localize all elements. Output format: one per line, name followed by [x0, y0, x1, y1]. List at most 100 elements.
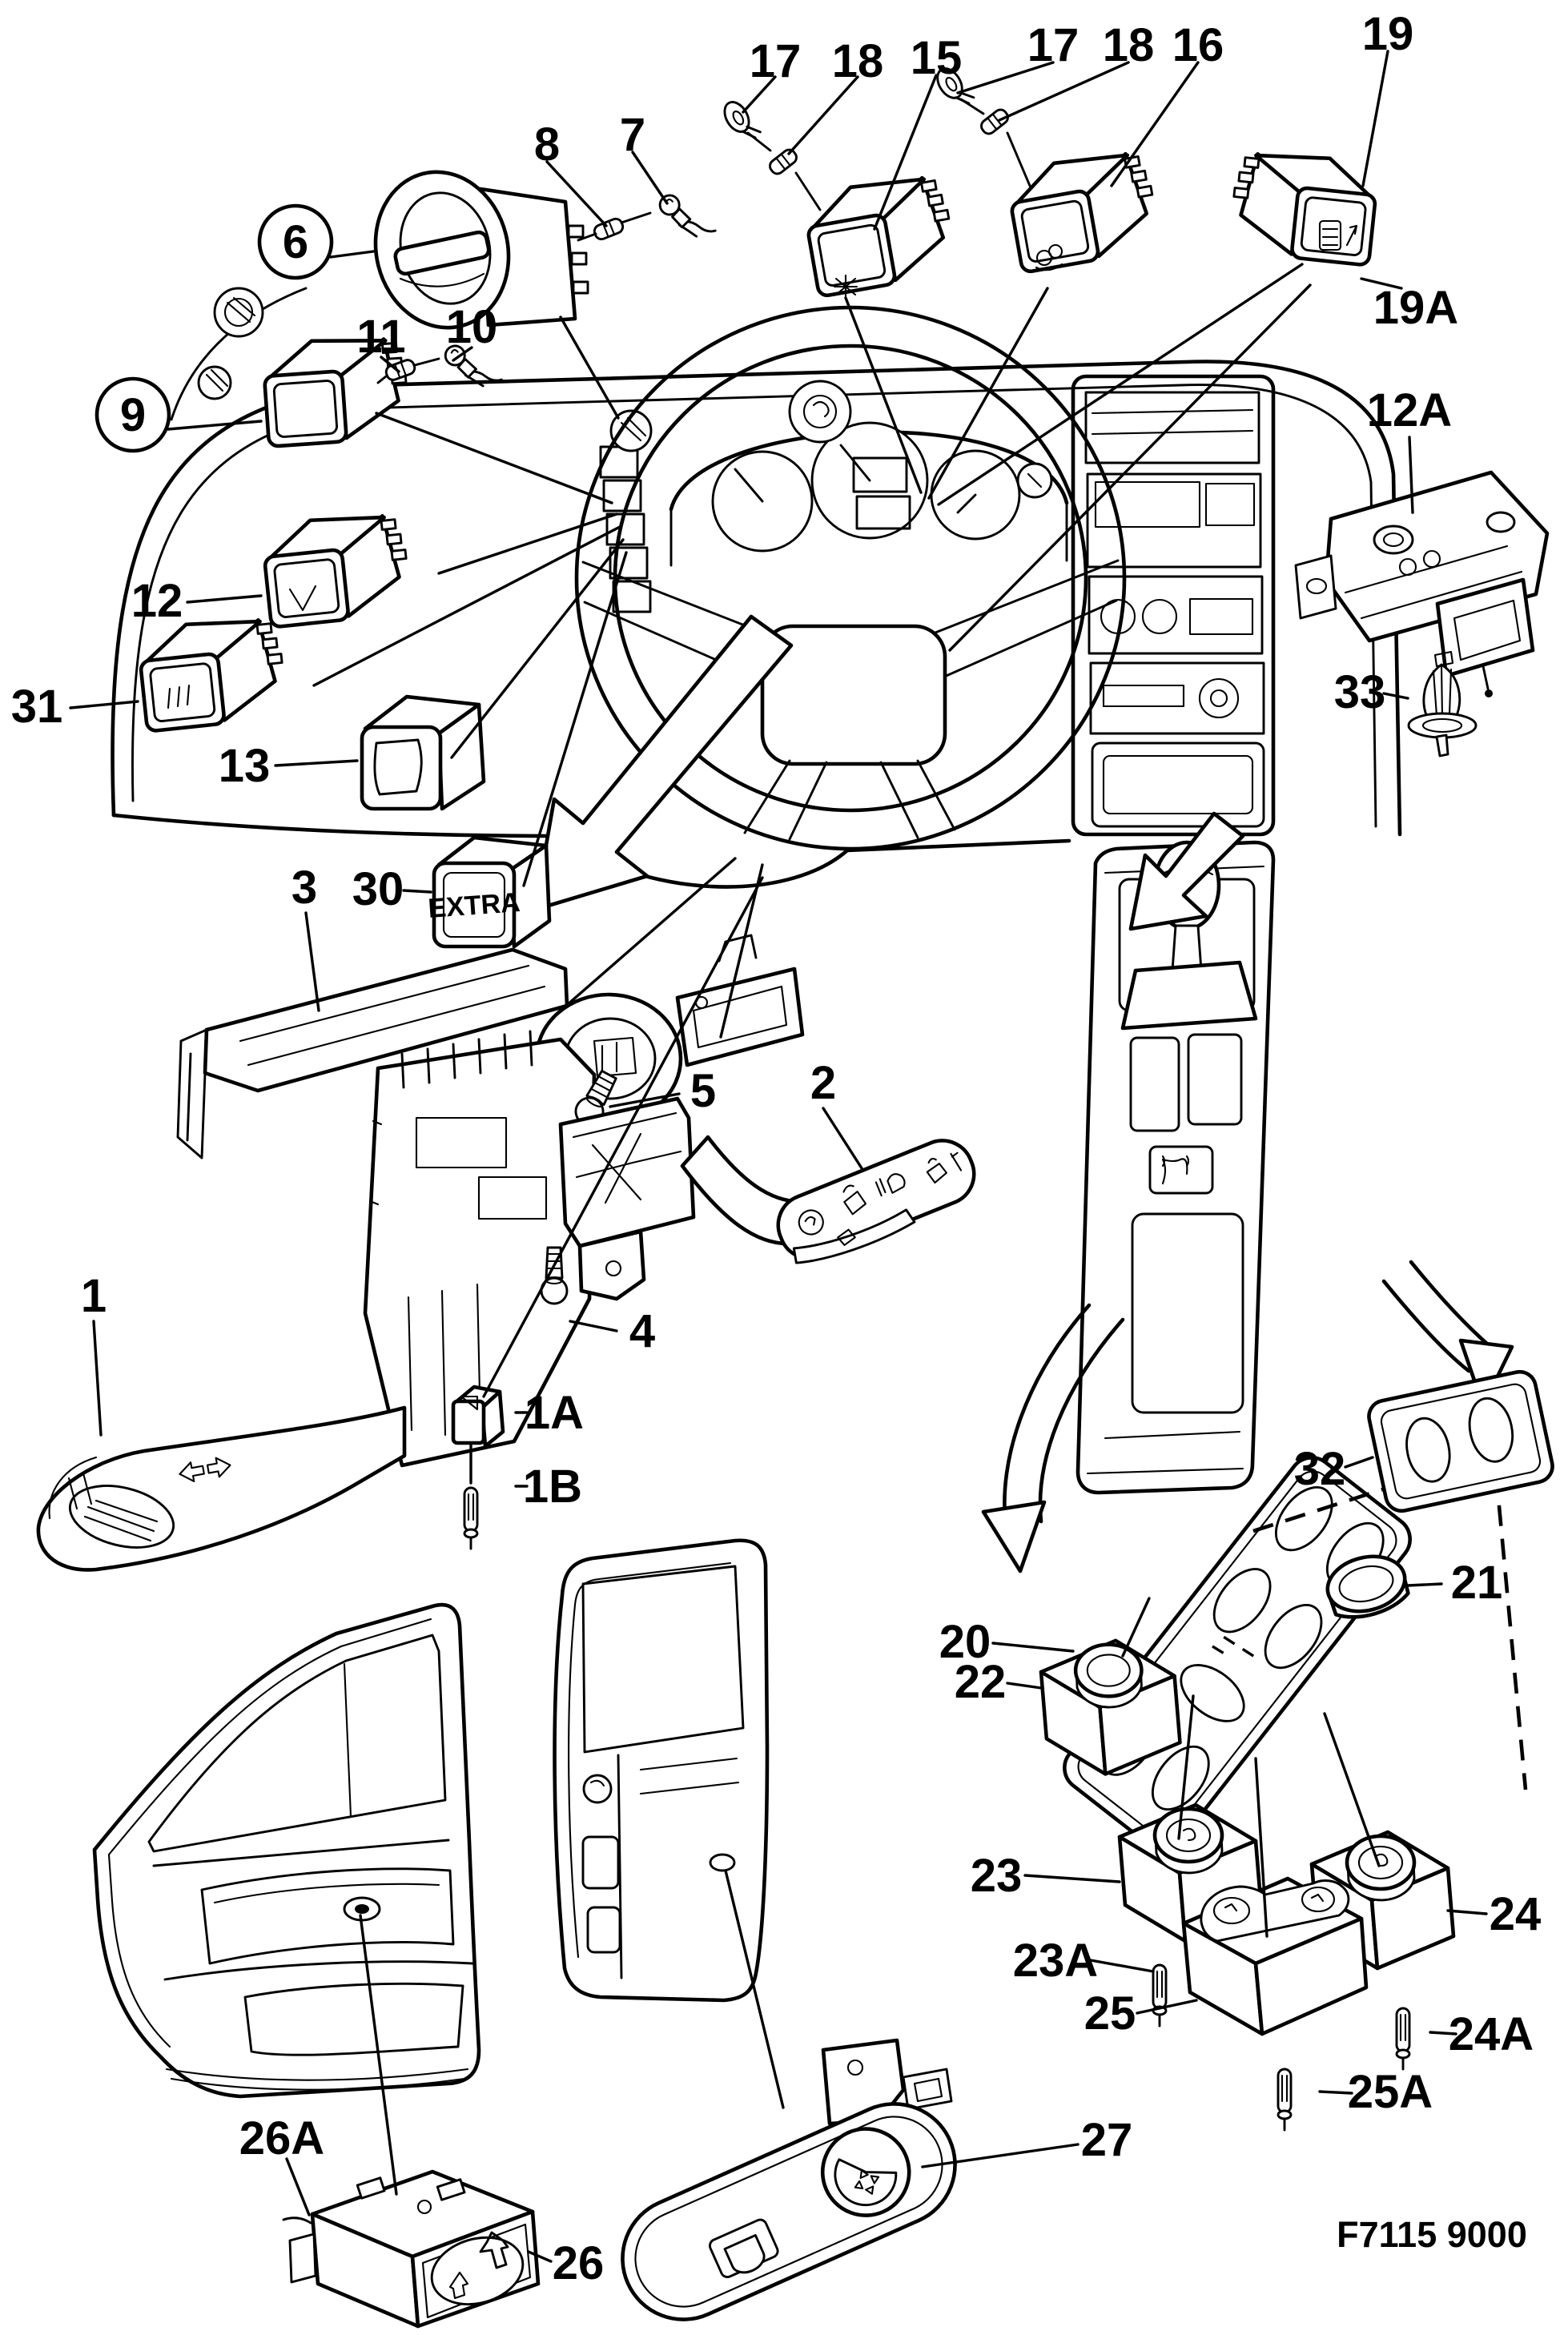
leader-lines — [69, 50, 1488, 2263]
arrow-console-to-window-panel — [981, 1303, 1125, 1573]
part-25-intermittent-switch — [1181, 1876, 1369, 2036]
callout-18b: 18 — [1103, 19, 1155, 71]
callout-13: 13 — [219, 740, 271, 792]
wire-9-to-10 — [376, 357, 440, 384]
callout-8: 8 — [534, 119, 560, 171]
dash-clock — [788, 380, 852, 444]
part-23A-bulb — [1152, 1963, 1168, 2028]
callout-27: 27 — [1081, 2114, 1133, 2166]
part-1-ignition-switch-body — [363, 1030, 597, 1468]
callout-24A: 24A — [1449, 2008, 1534, 2060]
callout-21: 21 — [1451, 1557, 1503, 1609]
figure-code: F7115 9000 — [1337, 2214, 1527, 2255]
callout-20: 20 — [939, 1616, 991, 1668]
callout-30: 30 — [352, 863, 404, 915]
part-12-switch — [261, 511, 412, 628]
callout-12: 12 — [131, 575, 183, 627]
callout-7: 7 — [620, 109, 645, 161]
callout-17b: 17 — [1027, 19, 1080, 71]
dash-rotary-switch-hole — [609, 409, 653, 452]
part-26-window-switch — [288, 2169, 541, 2329]
callout-26: 26 — [553, 2237, 605, 2289]
callout-6: 6 — [283, 216, 308, 268]
switch-15-face-icon — [833, 274, 858, 299]
mirror-select-slot — [709, 2218, 779, 2279]
part-27-mirror-switch-panel — [621, 2038, 957, 2321]
part-18b-bulb-holder — [977, 106, 1012, 138]
callout-19A: 19A — [1373, 282, 1458, 334]
center-console-strip — [1075, 840, 1276, 1495]
part-15-switch — [802, 171, 959, 297]
callout-3: 3 — [291, 862, 317, 914]
callout-19: 19 — [1362, 8, 1414, 60]
switch-26-up-down-arrows-icon — [448, 2231, 509, 2300]
part-6-rotary-light-switch — [373, 170, 589, 330]
mounting-dashed-line-1 — [1252, 1457, 1478, 1533]
callout-24: 24 — [1490, 1888, 1542, 1940]
part-33-clip — [1407, 650, 1478, 758]
part-13-blank-cap — [360, 694, 486, 811]
arrow-shifter-to-console — [1128, 811, 1245, 931]
part-21-blanking-plug — [1325, 1554, 1410, 1619]
part-25A-bulb — [1277, 2068, 1293, 2132]
callout-23: 23 — [971, 1850, 1023, 1902]
switch-16-face-icon — [1035, 243, 1063, 271]
part-16-switch — [1005, 147, 1162, 273]
callout-labels: 17 18 15 17 18 16 19 19A 8 7 6 11 10 9 1… — [11, 8, 1542, 2289]
dash-aperture-2 — [855, 495, 911, 530]
part-7-bulb — [657, 190, 718, 241]
part-1-turn-signal-stalk — [36, 1405, 407, 1572]
callout-23A: 23A — [1013, 1935, 1098, 1987]
part-18a-bulb-holder — [766, 146, 801, 178]
callout-12A: 12A — [1367, 384, 1452, 436]
callout-5: 5 — [690, 1065, 716, 1117]
callout-1B: 1B — [523, 1461, 582, 1513]
callout-16: 16 — [1172, 19, 1224, 71]
part-31-switch — [137, 615, 287, 732]
dash-aperture-1 — [852, 456, 908, 493]
stalk-1-turn-arrows-icon — [179, 1457, 231, 1482]
part-23-switch — [1120, 1805, 1261, 1941]
front-door-panel — [553, 1538, 770, 2003]
callout-25: 25 — [1084, 1987, 1136, 2040]
mirror-adjust-knob — [820, 2127, 911, 2217]
part-19-switch — [1228, 149, 1379, 266]
dash-center-stack — [1071, 374, 1276, 837]
callout-9: 9 — [120, 389, 146, 441]
part-12A-switch-bracket — [1294, 470, 1550, 697]
part-24A-bulb — [1395, 2007, 1411, 2071]
callout-10: 10 — [446, 301, 498, 353]
callout-25A: 25A — [1348, 2066, 1433, 2118]
callout-9-circle — [94, 376, 171, 453]
wire-6-to-7 — [577, 211, 652, 242]
callout-26A: 26A — [239, 2112, 324, 2164]
switch-30-extra-text: EXTRA — [427, 887, 521, 924]
part-24-switch — [1312, 1832, 1453, 1968]
callout-18a: 18 — [832, 35, 884, 87]
rear-door-panel — [92, 1602, 481, 2099]
steering-wheel — [574, 305, 1127, 851]
callout-11: 11 — [356, 311, 405, 363]
dash-left-vent — [197, 287, 264, 400]
part-2-wiper-stalk — [558, 1096, 976, 1301]
switch-31-face-icon — [167, 684, 191, 709]
switch-12-face-icon — [288, 585, 317, 612]
steering-wheel-hub — [760, 624, 947, 766]
callout-32: 32 — [1294, 1443, 1346, 1495]
callout-17a: 17 — [750, 35, 802, 87]
seat-heater-switch-aperture — [1148, 1145, 1214, 1195]
callout-2: 2 — [810, 1057, 836, 1109]
part-8-bulb-holder — [591, 215, 626, 243]
mounting-dashed-line-2 — [1494, 1471, 1528, 1790]
part-1B-bulb — [463, 1486, 479, 1550]
callout-31: 31 — [11, 681, 63, 733]
part-32-switch-plate — [1367, 1369, 1554, 1513]
callout-4: 4 — [629, 1305, 655, 1357]
callout-22: 22 — [955, 1656, 1007, 1708]
callout-1A: 1A — [525, 1387, 584, 1439]
wire-17b-18b — [959, 98, 1031, 187]
stalk-2-wiper-icons — [798, 1151, 963, 1247]
callout-6-circle — [257, 203, 334, 280]
